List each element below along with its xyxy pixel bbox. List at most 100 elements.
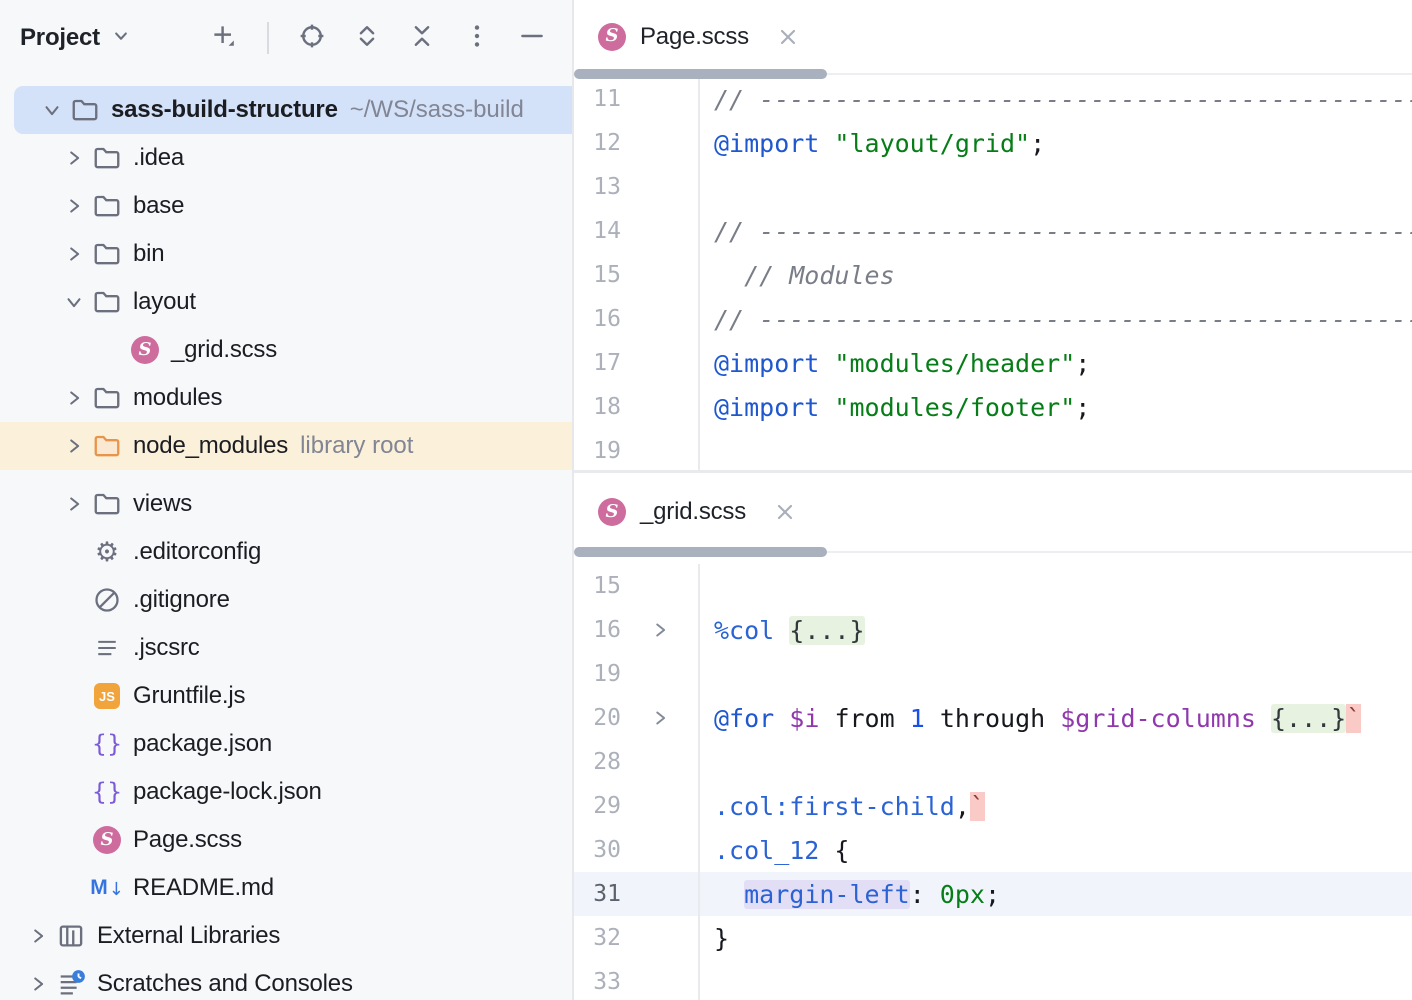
tree-chevron-spacer	[58, 536, 90, 568]
editor-tab-bar: S _grid.scss	[574, 473, 1412, 557]
tree-chevron[interactable]	[22, 968, 54, 1000]
sass-file-icon: S	[131, 336, 159, 364]
code-line[interactable]: 20@for $i from 1 through $grid-columns {…	[574, 696, 1412, 740]
tree-chevron[interactable]	[58, 286, 90, 318]
editor-tab-bar: S Page.scss	[574, 0, 1412, 79]
gutter-spacer	[621, 121, 698, 165]
tree-row[interactable]: modules	[0, 374, 572, 422]
chevron-right-icon	[70, 199, 80, 213]
tree-chevron[interactable]	[36, 94, 68, 126]
tree-chevron[interactable]	[58, 430, 90, 462]
tree-chevron[interactable]	[58, 190, 90, 222]
more-options-button[interactable]	[463, 24, 491, 52]
tree-row[interactable]: M↓ README.md	[0, 864, 572, 912]
code-line[interactable]: 30.col_12 {	[574, 828, 1412, 872]
fold-toggle[interactable]	[621, 608, 698, 652]
tree-item-label: Gruntfile.js	[133, 682, 246, 709]
tree-item-icon	[54, 968, 88, 1000]
gutter-spacer	[621, 429, 698, 470]
folder-icon	[94, 291, 120, 313]
tree-row[interactable]: .idea	[0, 134, 572, 182]
tree-chevron[interactable]	[58, 382, 90, 414]
code-line[interactable]: 16%col {...}	[574, 608, 1412, 652]
code-line[interactable]: 12@import "layout/grid";	[574, 121, 1412, 165]
code-line[interactable]: 15	[574, 564, 1412, 608]
hide-panel-button[interactable]	[518, 24, 546, 52]
tree-row[interactable]: Scratches and Consoles	[0, 960, 572, 1000]
editor-tab[interactable]: S _grid.scss	[574, 473, 810, 551]
tree-row[interactable]: .jscsrc	[0, 624, 572, 672]
tree-item-label: sass-build-structure	[111, 96, 338, 123]
tree-item-label: base	[133, 192, 185, 219]
tree-row[interactable]: views	[0, 480, 572, 528]
code-line[interactable]: 28	[574, 740, 1412, 784]
gutter-spacer	[621, 828, 698, 872]
gutter-spacer	[621, 872, 698, 916]
code-line[interactable]: 18@import "modules/footer";	[574, 385, 1412, 429]
tab-close-button[interactable]	[770, 497, 800, 527]
expand-all-button[interactable]	[353, 24, 381, 52]
tree-chevron[interactable]	[58, 142, 90, 174]
editor-splitter[interactable]	[574, 470, 1412, 473]
line-number: 13	[593, 174, 621, 200]
code-line[interactable]: 11// -----------------------------------…	[574, 77, 1412, 121]
tree-chevron-spacer	[58, 680, 90, 712]
code-line-text: @import "layout/grid";	[698, 121, 1412, 165]
tree-row[interactable]: {}package.json	[0, 720, 572, 768]
tree-row[interactable]: layout	[0, 278, 572, 326]
tree-item-label: README.md	[133, 874, 274, 901]
json-file-icon: {}	[91, 730, 123, 758]
code-line[interactable]: 32}	[574, 916, 1412, 960]
collapse-all-button[interactable]	[408, 24, 436, 52]
tree-item-label: .gitignore	[133, 586, 230, 613]
tree-row[interactable]: .gitignore	[0, 576, 572, 624]
tree-chevron[interactable]	[58, 488, 90, 520]
folder-icon	[94, 493, 120, 515]
tree-row[interactable]: ⚙.editorconfig	[0, 528, 572, 576]
code-line[interactable]: 29.col:first-child,`	[574, 784, 1412, 828]
locate-opened-file-button[interactable]	[298, 24, 326, 52]
tree-item-label: node_modules	[133, 432, 289, 459]
tree-chevron[interactable]	[58, 238, 90, 270]
tree-row[interactable]: External Libraries	[0, 912, 572, 960]
code-line[interactable]: 15 // Modules	[574, 253, 1412, 297]
tree-row[interactable]: S_grid.scss	[0, 326, 572, 374]
chevron-down-icon	[110, 25, 132, 52]
markdown-file-icon: M↓	[90, 876, 124, 900]
tree-row[interactable]: sass-build-structure~/WS/sass-build	[14, 86, 572, 134]
code-line-text: @for $i from 1 through $grid-columns {..…	[698, 696, 1412, 740]
tree-chevron-spacer	[58, 776, 90, 808]
code-line[interactable]: 33	[574, 960, 1412, 1000]
add-button[interactable]	[210, 24, 238, 52]
gear-icon: ⚙	[94, 536, 120, 568]
ignored-file-icon	[95, 588, 119, 612]
code-line[interactable]: 19	[574, 652, 1412, 696]
tree-chevron[interactable]	[22, 920, 54, 952]
code-line[interactable]: 17@import "modules/header";	[574, 341, 1412, 385]
tree-item-label: .idea	[133, 144, 185, 171]
plus-dropdown-icon	[210, 22, 238, 55]
code-line[interactable]: 13	[574, 165, 1412, 209]
tab-close-button[interactable]	[773, 22, 803, 52]
code-line[interactable]: 31 margin-left: 0px;	[574, 872, 1412, 916]
code-line[interactable]: 19	[574, 429, 1412, 470]
scratches-icon	[60, 970, 85, 995]
project-view-selector[interactable]: Project	[20, 24, 132, 52]
fold-toggle[interactable]	[621, 696, 698, 740]
tree-chevron-spacer	[96, 334, 128, 366]
tree-row[interactable]: bin	[0, 230, 572, 278]
tree-item-icon	[90, 238, 124, 270]
horizontal-scrollbar-thumb[interactable]	[574, 547, 827, 557]
tree-row[interactable]: base	[0, 182, 572, 230]
editor-tab[interactable]: S Page.scss	[574, 0, 813, 73]
tree-row[interactable]: {}package-lock.json	[0, 768, 572, 816]
horizontal-scrollbar-thumb[interactable]	[574, 69, 827, 79]
line-number: 29	[593, 793, 621, 819]
code-editor[interactable]: 11// -----------------------------------…	[574, 75, 1412, 470]
code-line[interactable]: 16// -----------------------------------…	[574, 297, 1412, 341]
code-line[interactable]: 14// -----------------------------------…	[574, 209, 1412, 253]
